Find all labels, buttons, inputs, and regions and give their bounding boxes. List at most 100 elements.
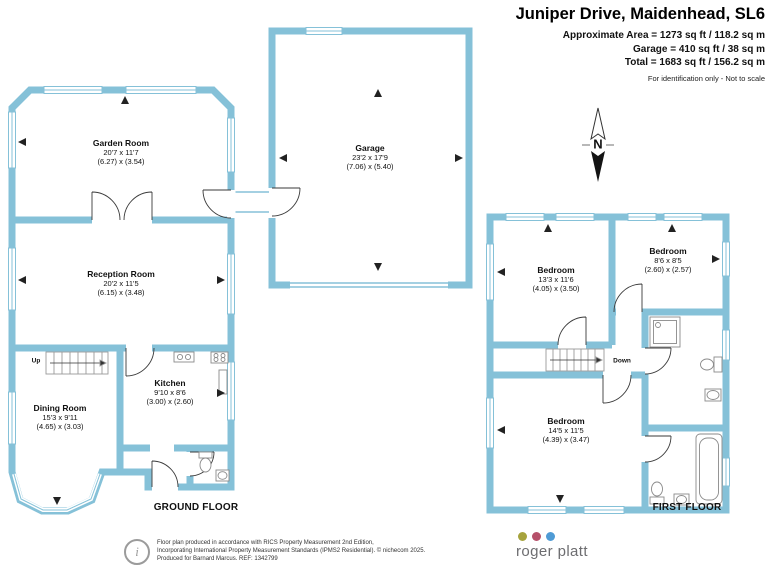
stairs <box>545 348 605 372</box>
room-name: Dining Room <box>33 403 87 413</box>
footer-disclaimer: Floor plan produced in accordance with R… <box>157 540 425 563</box>
door <box>644 347 672 375</box>
approximate-area: Approximate Area = 1273 sq ft / 118.2 sq… <box>562 30 765 41</box>
wc-fixtures <box>198 451 230 482</box>
room-label-kitchen: Kitchen 9'10 x 8'6 (3.00) x (2.60) <box>146 378 193 406</box>
window <box>486 397 494 449</box>
room-label-bedroom-1: Bedroom 13'3 x 11'6 (4.05) x (3.50) <box>532 265 579 293</box>
room-dims-ft: 15'3 x 9'11 <box>42 413 78 422</box>
garage-link <box>234 191 269 213</box>
garage-area: Garage = 410 sq ft / 38 sq m <box>632 43 765 55</box>
garage-door <box>290 281 448 289</box>
dimension-arrows <box>18 96 225 505</box>
window <box>627 213 657 221</box>
ground-floor-label: GROUND FLOOR <box>153 502 239 513</box>
room-dims-ft: 9'10 x 8'6 <box>154 388 186 397</box>
window <box>527 506 567 514</box>
disclaimer-line: Floor plan produced in accordance with R… <box>157 540 374 546</box>
window <box>8 247 16 311</box>
room-name: Reception Room <box>87 269 155 279</box>
room-label-dining-room: Dining Room 15'3 x 9'11 (4.65) x (3.03) <box>34 403 87 431</box>
room-dims-ft: 8'6 x 8'5 <box>654 256 682 265</box>
room-name: Garage <box>355 143 385 153</box>
room-label-garden-room: Garden Room 20'7 x 11'7 (6.27) x (3.54) <box>93 138 149 166</box>
doors <box>557 283 672 463</box>
garage-plan <box>268 27 473 289</box>
window <box>227 361 235 421</box>
window <box>555 213 595 221</box>
header: Juniper Drive, Maidenhead, SL6 Approxima… <box>516 5 765 83</box>
room-label-reception-room: Reception Room 20'2 x 11'5 (6.15) x (3.4… <box>87 269 155 297</box>
interior-walls <box>12 216 231 487</box>
outer-walls <box>486 213 730 514</box>
door <box>557 316 587 346</box>
room-dims-m: (7.06) x (5.40) <box>346 162 394 171</box>
windows <box>8 86 235 512</box>
door <box>602 374 632 404</box>
window <box>125 86 197 94</box>
room-dims-ft: 13'3 x 11'6 <box>538 275 574 284</box>
identification-note: For identification only - Not to scale <box>647 73 765 83</box>
room-dims-m: (6.27) x (3.54) <box>97 157 145 166</box>
window <box>305 27 343 35</box>
double-door <box>91 191 153 221</box>
logo-dot-olive-icon <box>518 532 527 541</box>
room-label-garage: Garage 23'2 x 17'9 (7.06) x (5.40) <box>346 143 393 171</box>
window <box>486 243 494 301</box>
bathroom-fixtures <box>649 316 723 506</box>
window <box>8 111 16 169</box>
disclaimer-line: Produced for Barnard Marcus. REF: 134279… <box>157 555 278 562</box>
bay-window <box>12 473 102 512</box>
room-dims-ft: 23'2 x 17'9 <box>352 153 388 162</box>
logo-dots-icon <box>518 532 588 541</box>
door <box>151 460 179 491</box>
logo-dot-blue-icon <box>546 532 555 541</box>
room-dims-ft: 20'2 x 11'5 <box>103 279 139 288</box>
window <box>227 117 235 173</box>
room-name: Bedroom <box>649 246 687 256</box>
window <box>505 213 545 221</box>
room-dims-m: (6.15) x (3.48) <box>97 288 145 297</box>
window <box>663 213 703 221</box>
room-dims-m: (2.60) x (2.57) <box>644 265 692 274</box>
area-summary: Approximate Area = 1273 sq ft / 118.2 sq… <box>516 29 765 70</box>
room-dims-ft: 14'5 x 11'5 <box>548 426 584 435</box>
door <box>644 435 672 463</box>
door <box>202 189 236 219</box>
window <box>227 253 235 315</box>
room-label-bedroom-2: Bedroom 8'6 x 8'5 (2.60) x (2.57) <box>644 246 691 274</box>
dimension-arrows <box>279 89 463 271</box>
total-area: Total = 1683 sq ft / 156.2 sq m <box>624 57 765 68</box>
room-dims-ft: 20'7 x 11'7 <box>103 148 139 157</box>
doors <box>91 189 236 491</box>
stairs <box>45 351 109 375</box>
page-title: Juniper Drive, Maidenhead, SL6 <box>515 5 765 23</box>
info-circle-icon: i <box>124 539 150 565</box>
first-floor-label: FIRST FLOOR <box>652 502 722 513</box>
dimension-arrows <box>497 224 720 503</box>
agent-logo: roger platt <box>516 532 588 560</box>
room-dims-m: (4.39) x (3.47) <box>542 435 590 444</box>
stairs-down-label: Down <box>613 357 631 365</box>
room-dims-m: (4.65) x (3.03) <box>36 422 84 431</box>
room-name: Garden Room <box>92 138 150 148</box>
first-floor-plan <box>486 213 730 514</box>
room-name: Bedroom <box>537 265 575 275</box>
compass-north-label: N <box>593 136 603 152</box>
room-label-bedroom-3: Bedroom 14'5 x 11'5 (4.39) x (3.47) <box>542 416 589 444</box>
window <box>8 391 16 445</box>
room-name: Bedroom <box>547 416 585 426</box>
door <box>125 347 155 377</box>
window <box>583 506 625 514</box>
room-name: Kitchen <box>154 378 186 388</box>
window <box>43 86 103 94</box>
window <box>722 241 730 277</box>
door <box>613 283 643 313</box>
door <box>268 187 301 218</box>
room-dims-m: (4.05) x (3.50) <box>532 284 580 293</box>
disclaimer-line: Incorporating International Property Mea… <box>157 547 426 554</box>
windows <box>486 213 730 514</box>
brand-name: roger platt <box>516 543 588 560</box>
window <box>722 457 730 487</box>
logo-dot-rose-icon <box>532 532 541 541</box>
